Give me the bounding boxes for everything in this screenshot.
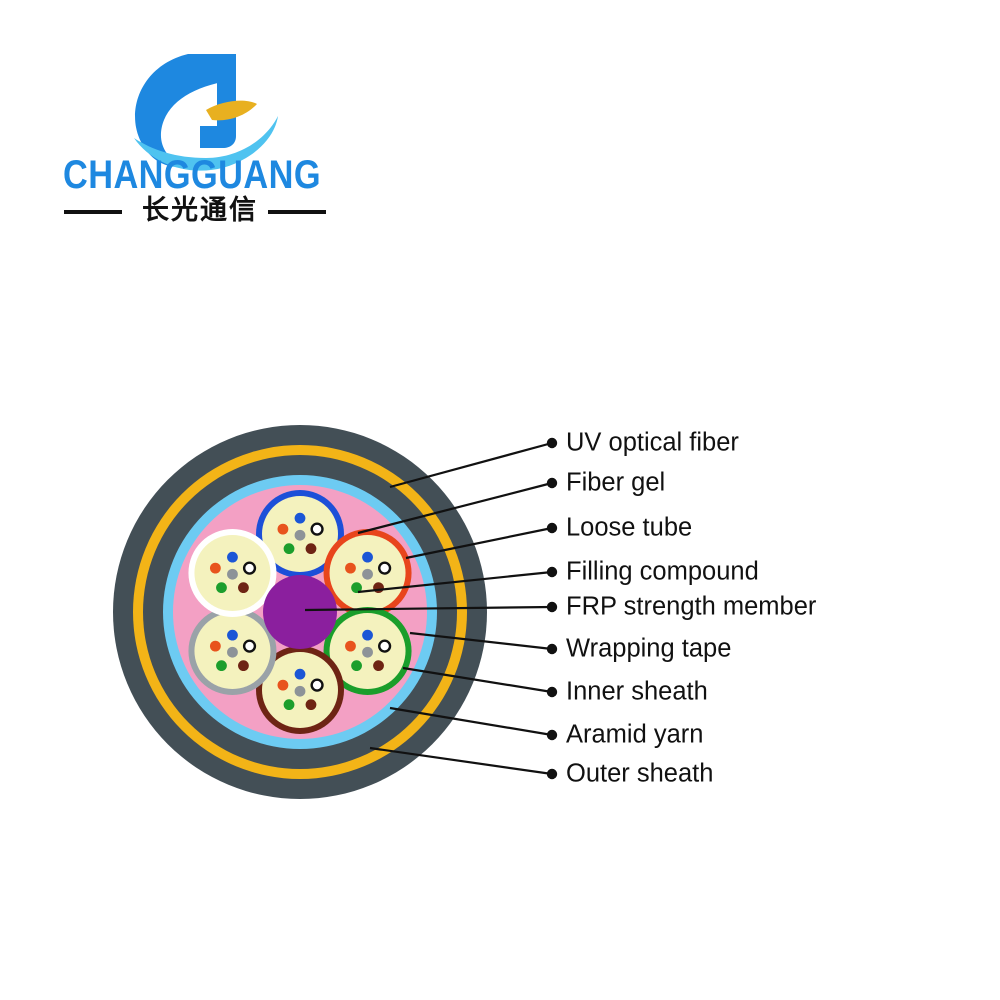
- logo-swoosh-icon: [134, 54, 278, 171]
- fiber-white: [378, 639, 392, 653]
- loose-tube-orange: [323, 529, 412, 617]
- fiber-gray: [362, 568, 373, 580]
- leader-dot-inner-sheath: [546, 686, 558, 698]
- label-aramid-yarn: Aramid yarn: [566, 721, 703, 749]
- leader-line-filling-compound: [357, 570, 553, 594]
- fiber-orange: [345, 562, 356, 574]
- label-inner-sheath: Inner sheath: [566, 678, 708, 706]
- leader-dot-aramid-yarn: [546, 729, 558, 741]
- leader-line-aramid-yarn: [389, 706, 553, 737]
- leader-dot-outer-sheath: [546, 768, 558, 780]
- label-uv-optical-fiber: UV optical fiber: [566, 429, 739, 457]
- label-frp-strength-member: FRP strength member: [566, 593, 817, 621]
- label-wrapping-tape: Wrapping tape: [566, 635, 731, 663]
- fiber-brown: [373, 582, 384, 594]
- fiber-white: [310, 678, 324, 692]
- leader-line-fiber-gel: [357, 481, 553, 535]
- fiber-brown: [238, 582, 249, 594]
- label-filling-compound: Filling compound: [566, 558, 759, 586]
- loose-tube-white: [188, 529, 277, 617]
- fiber-gray: [362, 646, 373, 658]
- fiber-blue: [362, 551, 373, 563]
- fiber-brown: [305, 699, 317, 711]
- fiber-orange: [345, 640, 356, 652]
- fiber-blue: [227, 629, 238, 641]
- fiber-green: [216, 660, 227, 672]
- leader-dot-filling-compound: [546, 566, 558, 578]
- fiber-white: [378, 561, 392, 575]
- leader-dot-loose-tube: [546, 522, 558, 534]
- loose-tube-green: [323, 607, 412, 695]
- fiber-green: [283, 699, 295, 711]
- fiber-blue: [294, 668, 306, 680]
- logo-rule-right: [268, 210, 326, 214]
- fiber-orange: [209, 562, 221, 574]
- fiber-gray: [294, 529, 306, 541]
- fiber-brown: [373, 660, 384, 672]
- leader-dot-frp-strength-member: [546, 601, 558, 613]
- fiber-gray: [227, 646, 238, 658]
- loose-tube-blue: [256, 490, 344, 578]
- leader-line-wrapping-tape: [409, 631, 553, 651]
- cable-body: [113, 425, 487, 799]
- leader-line-loose-tube: [405, 526, 553, 560]
- label-outer-sheath: Outer sheath: [566, 760, 713, 788]
- fiber-blue: [294, 512, 306, 524]
- logo-rule-left: [64, 210, 122, 214]
- leader-line-frp-strength-member: [304, 605, 553, 612]
- fiber-gray: [294, 685, 306, 697]
- brand-logo: CHANGGUANG 长光通信: [60, 40, 330, 225]
- fiber-orange: [277, 523, 289, 535]
- fiber-white: [242, 639, 257, 653]
- loose-tube-brown: [256, 646, 344, 734]
- fiber-white: [310, 522, 324, 536]
- fiber-orange: [277, 679, 289, 691]
- fiber-orange: [209, 640, 221, 652]
- leader-dot-fiber-gel: [546, 477, 558, 489]
- leader-line-outer-sheath: [369, 746, 553, 776]
- fiber-brown: [238, 660, 249, 672]
- fiber-blue: [227, 551, 238, 563]
- leader-line-uv-optical-fiber: [389, 441, 553, 489]
- fiber-green: [216, 582, 227, 594]
- label-loose-tube: Loose tube: [566, 514, 692, 542]
- leader-lines: [304, 437, 558, 780]
- fiber-green: [351, 660, 362, 672]
- label-fiber-gel: Fiber gel: [566, 469, 665, 497]
- logo-wordmark-latin: CHANGGUANG: [63, 153, 321, 197]
- leader-line-inner-sheath: [402, 666, 553, 694]
- fiber-white: [242, 561, 257, 575]
- fiber-green: [351, 582, 362, 594]
- fiber-blue: [362, 629, 373, 641]
- leader-dot-wrapping-tape: [546, 643, 558, 655]
- leader-dot-uv-optical-fiber: [546, 437, 558, 449]
- loose-tube-gray: [188, 607, 277, 695]
- logo-wordmark-cn: 长光通信: [142, 195, 258, 225]
- fiber-green: [283, 543, 295, 555]
- fiber-brown: [305, 543, 317, 555]
- fiber-gray: [227, 568, 238, 580]
- frp-strength-member: [263, 575, 337, 649]
